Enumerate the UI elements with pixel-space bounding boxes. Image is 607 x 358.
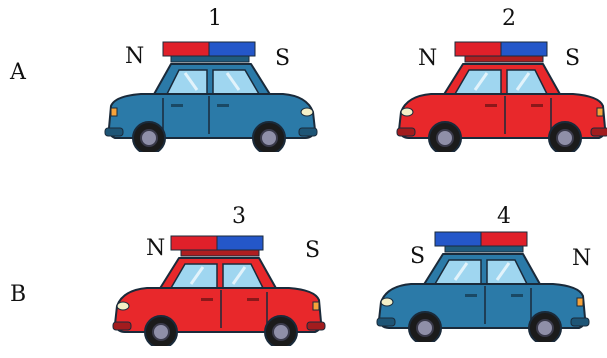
door-handle xyxy=(485,104,497,107)
magnet-right-half xyxy=(501,42,547,56)
car-3 xyxy=(108,234,330,346)
front-bumper xyxy=(397,128,415,136)
headlight xyxy=(301,108,313,116)
car-2-number: 2 xyxy=(502,8,516,30)
wheel-hub xyxy=(273,324,289,340)
car-body-group xyxy=(113,250,325,346)
wheel-hub xyxy=(141,130,157,146)
door-handle xyxy=(171,104,183,107)
wheel-hub xyxy=(537,320,553,336)
magnet-left-half xyxy=(163,42,209,56)
roof-rack xyxy=(171,56,249,62)
tail-light xyxy=(313,302,319,310)
roof-magnet xyxy=(435,232,527,246)
door-handle xyxy=(201,298,213,301)
headlight xyxy=(401,108,413,116)
roof-magnet xyxy=(163,42,255,56)
front-bumper xyxy=(377,318,395,326)
car-body-group xyxy=(397,56,607,152)
door-handle xyxy=(217,104,229,107)
front-bumper xyxy=(113,322,131,330)
door-handle xyxy=(531,104,543,107)
rear-bumper xyxy=(105,128,123,136)
headlight xyxy=(117,302,129,310)
car-body-group xyxy=(377,246,589,342)
row-label-b: B xyxy=(10,284,26,306)
car-2 xyxy=(392,40,607,152)
car-4 xyxy=(372,230,594,342)
magnet-left-half xyxy=(171,236,217,250)
headlight xyxy=(381,298,393,306)
wheel-hub xyxy=(437,130,453,146)
door-handle xyxy=(465,294,477,297)
magnet-right-half xyxy=(217,236,263,250)
rear-bumper xyxy=(591,128,607,136)
rear-bumper xyxy=(571,318,589,326)
wheel-hub xyxy=(417,320,433,336)
magnet-left-half xyxy=(435,232,481,246)
tail-light xyxy=(597,108,603,116)
car-1-number: 1 xyxy=(208,8,222,30)
magnet-right-half xyxy=(209,42,255,56)
wheel-hub xyxy=(557,130,573,146)
wheel-hub xyxy=(261,130,277,146)
magnet-left-half xyxy=(455,42,501,56)
roof-rack xyxy=(181,250,259,256)
roof-magnet xyxy=(455,42,547,56)
wheel-hub xyxy=(153,324,169,340)
tail-light xyxy=(111,108,117,116)
row-label-a: A xyxy=(10,62,26,84)
door-handle xyxy=(247,298,259,301)
car-3-number: 3 xyxy=(232,206,246,228)
magnet-right-half xyxy=(481,232,527,246)
tail-light xyxy=(577,298,583,306)
front-bumper xyxy=(299,128,317,136)
roof-magnet xyxy=(171,236,263,250)
roof-rack xyxy=(465,56,543,62)
door-handle xyxy=(511,294,523,297)
rear-bumper xyxy=(307,322,325,330)
roof-rack xyxy=(445,246,523,252)
car-4-number: 4 xyxy=(497,206,511,228)
car-1 xyxy=(100,40,322,152)
car-body-group xyxy=(105,56,317,152)
